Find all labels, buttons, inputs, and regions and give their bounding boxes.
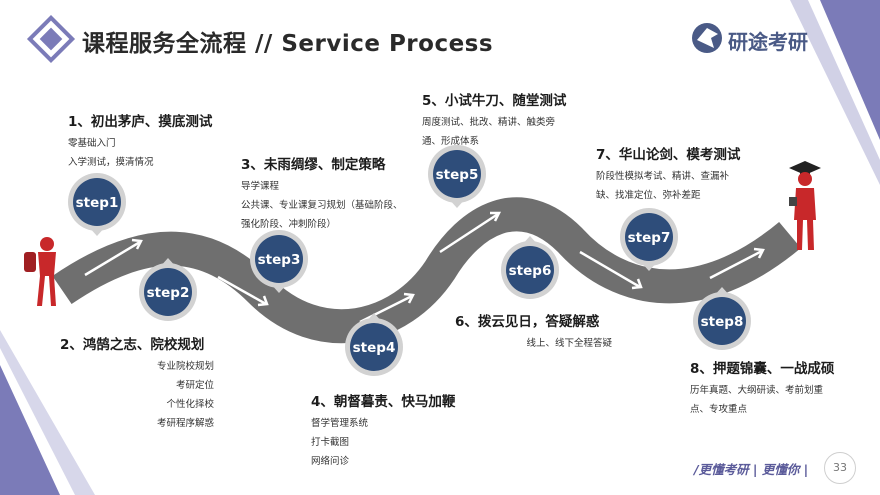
corner-stripe-top-right bbox=[820, 0, 880, 140]
step3-desc-line: 导学课程 bbox=[241, 181, 280, 192]
step8-desc-line: 点、专攻重点 bbox=[690, 404, 748, 415]
step2-title: 2、鸿鹄之志、院校规划 bbox=[60, 337, 205, 353]
step8-label: step8 bbox=[701, 314, 744, 330]
corner-stripe-top-right-light bbox=[790, 0, 880, 185]
step6-title: 6、拨云见日，答疑解惑 bbox=[455, 314, 600, 330]
step3-bubble[interactable]: step3 bbox=[250, 230, 308, 293]
corner-stripe-bottom-left-light bbox=[0, 330, 95, 495]
step4-bubble[interactable]: step4 bbox=[345, 313, 403, 376]
step8-bubble[interactable]: step8 bbox=[693, 287, 751, 350]
step3-desc-line: 强化阶段、冲刺阶段） bbox=[241, 219, 337, 230]
road-arrows bbox=[84, 211, 765, 324]
step1-label: step1 bbox=[76, 195, 119, 211]
step6-block: 6、拨云见日，答疑解惑 线上、线下全程答疑 bbox=[455, 310, 615, 353]
step3-title: 3、未雨绸缪、制定策略 bbox=[241, 157, 386, 173]
step5-label: step5 bbox=[436, 167, 479, 183]
step4-block: 4、朝督暮责、快马加鞭 督学管理系统 打卡截图 网络问诊 bbox=[311, 390, 455, 471]
step2-desc-line: 个性化择校 bbox=[166, 399, 214, 410]
page-number: 33 bbox=[824, 452, 856, 484]
step2-block: 2、鸿鹄之志、院校规划 专业院校规划 考研定位 个性化择校 考研程序解惑 bbox=[60, 333, 220, 433]
traveler-figure-icon bbox=[24, 237, 56, 306]
step5-desc-line: 通、形成体系 bbox=[422, 136, 480, 147]
step7-block: 7、华山论剑、模考测试 阶段性模拟考试、精讲、查漏补 缺、找准定位、弥补差距 bbox=[596, 143, 740, 205]
step1-title: 1、初出茅庐、摸底测试 bbox=[68, 114, 213, 130]
step8-title: 8、押题锦囊、一战成硕 bbox=[690, 361, 835, 377]
step8-desc-line: 历年真题、大纲研读、考前划重 bbox=[690, 385, 824, 396]
step7-desc-line: 阶段性模拟考试、精讲、查漏补 bbox=[596, 171, 730, 182]
step7-desc-line: 缺、找准定位、弥补差距 bbox=[596, 190, 701, 201]
step2-label: step2 bbox=[147, 285, 190, 301]
step5-block: 5、小试牛刀、随堂测试 周度测试、批改、精讲、触类旁 通、形成体系 bbox=[422, 89, 566, 151]
step3-desc-line: 公共课、专业课复习规划（基础阶段、 bbox=[241, 200, 403, 211]
step2-desc-line: 考研程序解惑 bbox=[156, 418, 214, 429]
step3-block: 3、未雨绸缪、制定策略 导学课程 公共课、专业课复习规划（基础阶段、 强化阶段、… bbox=[241, 153, 403, 234]
brand-logo-text: 研途考研 bbox=[728, 30, 808, 54]
step7-bubble[interactable]: step7 bbox=[620, 208, 678, 271]
diamond-icon bbox=[26, 14, 76, 64]
step5-desc-line: 周度测试、批改、精讲、触类旁 bbox=[422, 117, 556, 128]
logo-bird-icon bbox=[692, 23, 722, 53]
step6-label: step6 bbox=[509, 263, 552, 279]
step7-title: 7、华山论剑、模考测试 bbox=[596, 147, 741, 163]
step2-desc-line: 专业院校规划 bbox=[156, 361, 214, 372]
road bbox=[52, 197, 801, 344]
step2-bubble[interactable]: step2 bbox=[139, 258, 197, 321]
footer-slogan: /更懂考研 | 更懂你 | bbox=[694, 462, 809, 477]
step6-desc-line: 线上、线下全程答疑 bbox=[526, 338, 612, 349]
page-title: 课程服务全流程 // Service Process bbox=[82, 31, 494, 57]
step1-block: 1、初出茅庐、摸底测试 零基础入门 入学测试，摸清情况 bbox=[68, 110, 212, 172]
step4-label: step4 bbox=[353, 340, 396, 356]
step6-bubble[interactable]: step6 bbox=[501, 236, 559, 299]
step4-desc-line: 打卡截图 bbox=[311, 437, 350, 448]
step1-desc-line: 入学测试，摸清情况 bbox=[68, 157, 154, 168]
step4-title: 4、朝督暮责、快马加鞭 bbox=[311, 394, 456, 410]
step7-label: step7 bbox=[628, 230, 671, 246]
step5-title: 5、小试牛刀、随堂测试 bbox=[422, 93, 567, 109]
step5-bubble[interactable]: step5 bbox=[428, 145, 486, 208]
step3-label: step3 bbox=[258, 252, 301, 268]
step4-desc-line: 督学管理系统 bbox=[311, 418, 369, 429]
step4-desc-line: 网络问诊 bbox=[311, 456, 350, 467]
step8-block: 8、押题锦囊、一战成硕 历年真题、大纲研读、考前划重 点、专攻重点 bbox=[690, 357, 834, 419]
corner-stripe-bottom-left bbox=[0, 365, 60, 495]
step1-bubble[interactable]: step1 bbox=[68, 173, 126, 236]
step1-desc-line: 零基础入门 bbox=[68, 138, 116, 149]
graduate-figure-icon bbox=[789, 161, 821, 250]
step2-desc-line: 考研定位 bbox=[175, 380, 214, 391]
